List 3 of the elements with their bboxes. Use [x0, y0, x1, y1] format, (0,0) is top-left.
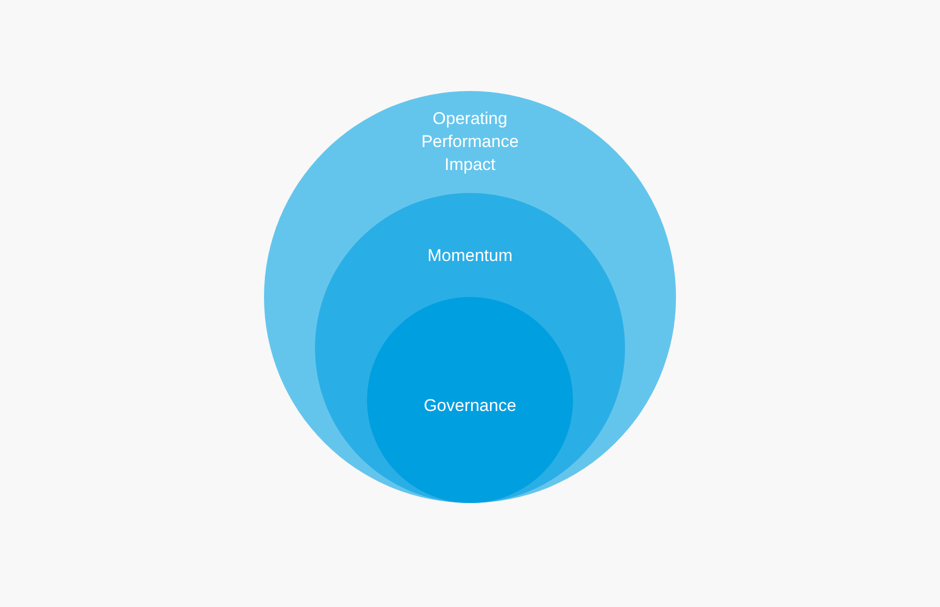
circle-label: Momentum: [427, 245, 513, 267]
circle-label: Operating Performance Impact: [420, 108, 520, 176]
circle-label: Governance: [424, 395, 516, 417]
